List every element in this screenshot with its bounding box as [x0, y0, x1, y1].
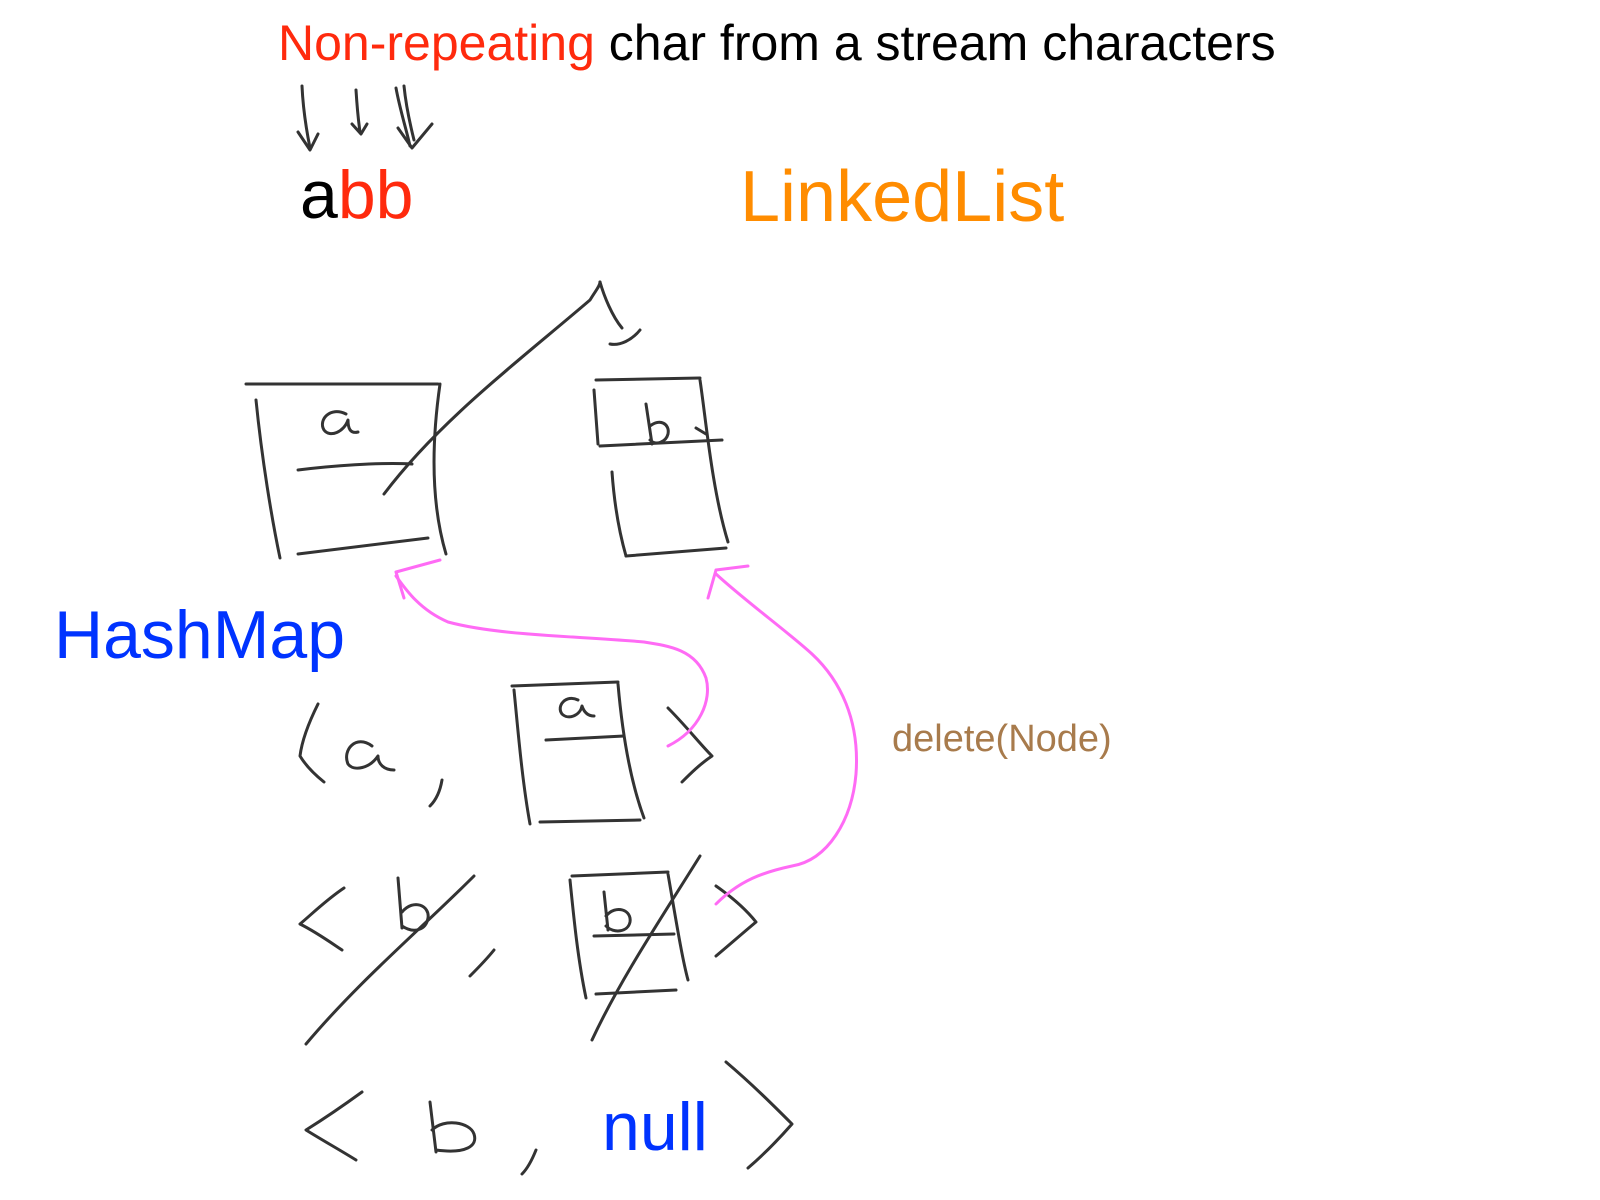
- stream-repeated-chars: bb: [337, 157, 414, 233]
- next-pointer-arrow: [382, 280, 642, 496]
- linked-list-node-b: [592, 376, 730, 558]
- hash-map-label: HashMap: [54, 597, 346, 673]
- title-rest: char from a stream characters: [594, 15, 1276, 71]
- title-highlight: Non-repeating: [278, 15, 595, 71]
- ref-arrow-to-node-b: [706, 564, 859, 906]
- linked-list-label: LinkedList: [740, 157, 1065, 237]
- node-b-letter: [644, 402, 670, 446]
- stream-first-char: a: [300, 157, 338, 233]
- hash-map-entry-2-crossed: [298, 854, 758, 1046]
- hash-map-entry-3: [304, 1060, 794, 1176]
- stream-pointer-arrows: [296, 84, 434, 152]
- linked-list-node-a: [244, 382, 448, 560]
- ref-arrow-to-node-a: [394, 558, 709, 748]
- null-label: null: [602, 1089, 708, 1165]
- diagram-title: Non-repeating char from a stream charact…: [278, 14, 1276, 72]
- delete-node-label: delete(Node): [892, 718, 1112, 760]
- hash-map-entry-1: [298, 680, 714, 826]
- node-a-letter: [321, 410, 360, 436]
- input-stream: abb: [300, 156, 413, 234]
